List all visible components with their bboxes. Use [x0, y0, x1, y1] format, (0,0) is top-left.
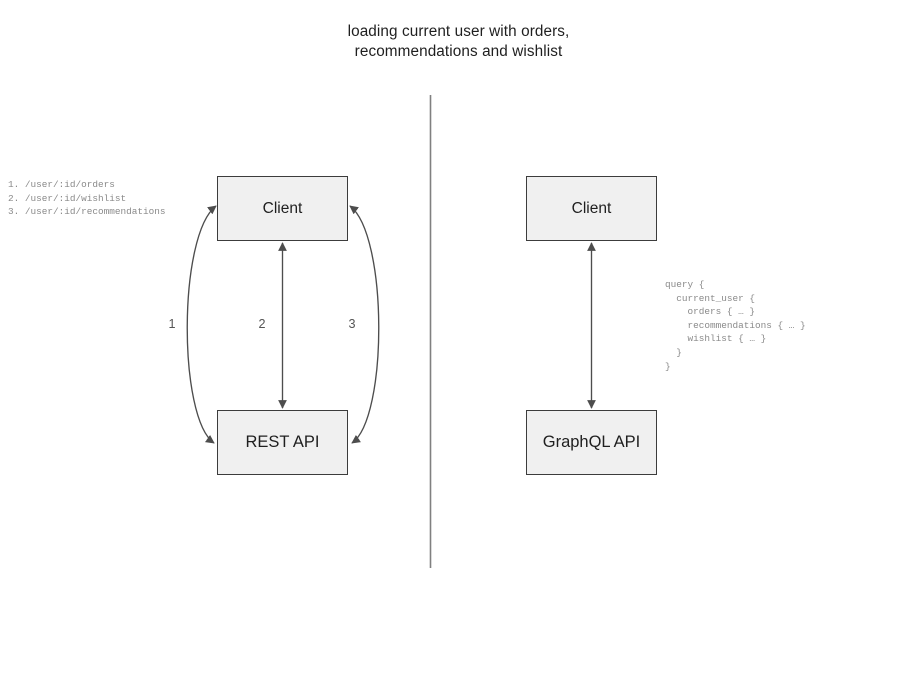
page-title: loading current user with orders, recomm…: [347, 23, 570, 60]
arrow-label-2: 2: [258, 317, 266, 331]
rest-endpoint-list: 1. /user/:id/orders 2. /user/:id/wishlis…: [8, 179, 166, 218]
arrow-label-1: 1: [168, 317, 176, 331]
node-client-rest[interactable]: Client: [217, 176, 348, 241]
node-graphql-api[interactable]: GraphQL API: [526, 410, 657, 475]
graphql-query-snippet: query { current_user { orders { … } reco…: [665, 279, 806, 372]
node-client-graphql[interactable]: Client: [526, 176, 657, 241]
node-rest-api[interactable]: REST API: [217, 410, 348, 475]
arrow-label-3: 3: [348, 317, 356, 331]
rest-arrow-1: [186, 205, 217, 444]
